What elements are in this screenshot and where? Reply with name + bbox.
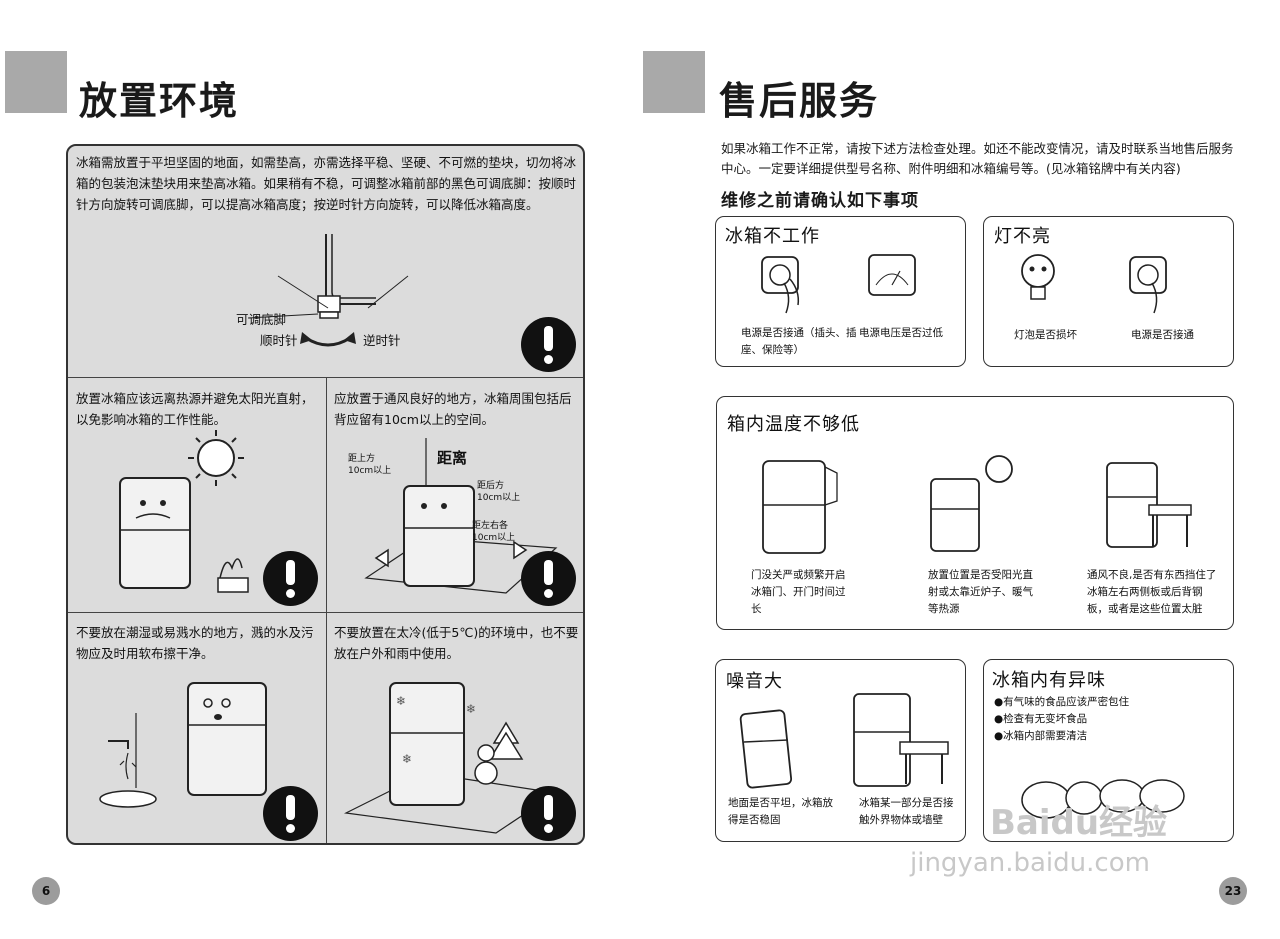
box-title: 噪音大 <box>726 671 783 692</box>
ventilation-text: 应放置于通风良好的地方，冰箱周围包括后背应留有10cm以上的空间。 <box>334 391 572 427</box>
floor-level-caption: 地面是否平坦，冰箱放得是否稳固 <box>728 797 833 826</box>
svg-text:❄: ❄ <box>402 752 412 766</box>
adjustable-foot-label: 可调底脚 <box>236 312 287 327</box>
watermark-url: jingyan.baidu.com <box>910 848 1150 878</box>
noise-illustrations <box>739 693 949 789</box>
page-title-right: 售后服务 <box>719 79 880 123</box>
not-working-box: 冰箱不工作 电源是否接通（插头、插座、保险等） 电源电压是否过低 <box>715 216 966 367</box>
fridge-water-illustration <box>99 682 267 808</box>
fridge-distance-illustration <box>364 438 558 594</box>
noise-box: 噪音大 地面是否平坦，冰箱放得是否稳固 冰箱某一部分是否接触外界物体或墙壁 <box>715 659 966 842</box>
placement-panel: 冰箱需放置于平坦坚固的地面，如需垫高，亦需选择平稳、坚硬、不可燃的垫块，切勿将冰… <box>66 144 585 845</box>
plug-and-meter-illustration <box>761 254 916 314</box>
page-number-left: 6 <box>32 877 60 905</box>
divider <box>326 377 327 843</box>
power-connected-caption: 电源是否接通（插头、插座、保险等） <box>741 327 857 356</box>
ventilation-caption: 通风不良,是否有东西挡住了冰箱左右两侧板或后背钢板，或者是这些位置太脏 <box>1087 569 1217 615</box>
contact-caption: 冰箱某一部分是否接触外界物体或墙壁 <box>859 797 954 826</box>
bulb-and-plug-illustration <box>1021 254 1167 314</box>
counterclockwise-label: 逆时针 <box>363 333 401 348</box>
page-number-right: 23 <box>1219 877 1247 905</box>
warning-icon <box>521 317 576 372</box>
divider <box>68 377 583 378</box>
adjustable-foot-illustration <box>247 234 409 347</box>
odor-tip: ●检查有无变坏食品 <box>994 713 1088 725</box>
section-marker-left <box>5 51 67 113</box>
clockwise-label: 顺时针 <box>260 333 298 348</box>
temperature-box: 箱内温度不够低 门没关严或频繁开启冰箱门、开门时间过长 放置位置是否受阳光直射或… <box>716 396 1234 630</box>
level-ground-text: 冰箱需放置于平坦坚固的地面，如需垫高，亦需选择平稳、坚硬、不可燃的垫块，切勿将冰… <box>76 155 577 212</box>
svg-text:❄: ❄ <box>466 702 476 716</box>
divider <box>68 612 583 613</box>
temperature-illustrations <box>762 455 1192 554</box>
odor-box: 冰箱内有异味 ●有气味的食品应该严密包住 ●检查有无变坏食品 ●冰箱内部需要清洁 <box>983 659 1234 842</box>
door-caption: 门没关严或频繁开启冰箱门、开门时间过长 <box>751 569 846 615</box>
page-title-left: 放置环境 <box>79 79 240 123</box>
svg-text:❄: ❄ <box>396 694 406 708</box>
warning-icon <box>263 551 318 606</box>
distance-top-label: 距上方 10cm以上 <box>348 454 392 476</box>
cold-environment-text: 不要放置在太冷(低于5℃)的环境中，也不要放在户外和雨中使用。 <box>334 625 579 661</box>
wrapped-food-illustration <box>1021 779 1185 819</box>
section-marker-right <box>643 51 705 113</box>
fridge-snow-illustration: ❄ ❄ ❄ <box>343 682 558 834</box>
warning-icon <box>521 786 576 841</box>
box-title: 灯不亮 <box>994 226 1051 247</box>
warning-icon <box>521 551 576 606</box>
fridge-sun-illustration <box>119 430 249 593</box>
odor-tip: ●有气味的食品应该严密包住 <box>994 696 1130 708</box>
odor-tip: ●冰箱内部需要清洁 <box>994 730 1088 742</box>
power-caption: 电源是否接通 <box>1131 329 1194 341</box>
warning-icon <box>263 786 318 841</box>
voltage-caption: 电源电压是否过低 <box>859 327 943 339</box>
bulb-caption: 灯泡是否损坏 <box>1014 329 1077 341</box>
distance-side-label: 距左右各 10cm以上 <box>472 521 516 543</box>
light-off-box: 灯不亮 灯泡是否损坏 电源是否接通 <box>983 216 1234 367</box>
box-title: 冰箱内有异味 <box>992 670 1106 691</box>
box-title: 冰箱不工作 <box>725 226 820 247</box>
watermark-logo: Baidu经验 <box>990 803 1168 843</box>
box-title: 箱内温度不够低 <box>727 414 860 435</box>
sunlight-caption: 放置位置是否受阳光直射或太靠近炉子、暖气等热源 <box>928 569 1033 615</box>
moisture-text: 不要放在潮湿或易溅水的地方，溅的水及污物应及时用软布擦干净。 <box>76 625 314 661</box>
service-intro-text: 如果冰箱工作不正常，请按下述方法检查处理。如还不能改变情况，请及时联系当地售后服… <box>721 141 1234 176</box>
checklist-heading: 维修之前请确认如下事项 <box>721 191 919 211</box>
distance-back-label: 距后方 10cm以上 <box>477 481 521 503</box>
heat-source-text: 放置冰箱应该远离热源并避免太阳光直射，以免影响冰箱的工作性能。 <box>76 391 314 427</box>
distance-title: 距离 <box>437 449 468 467</box>
